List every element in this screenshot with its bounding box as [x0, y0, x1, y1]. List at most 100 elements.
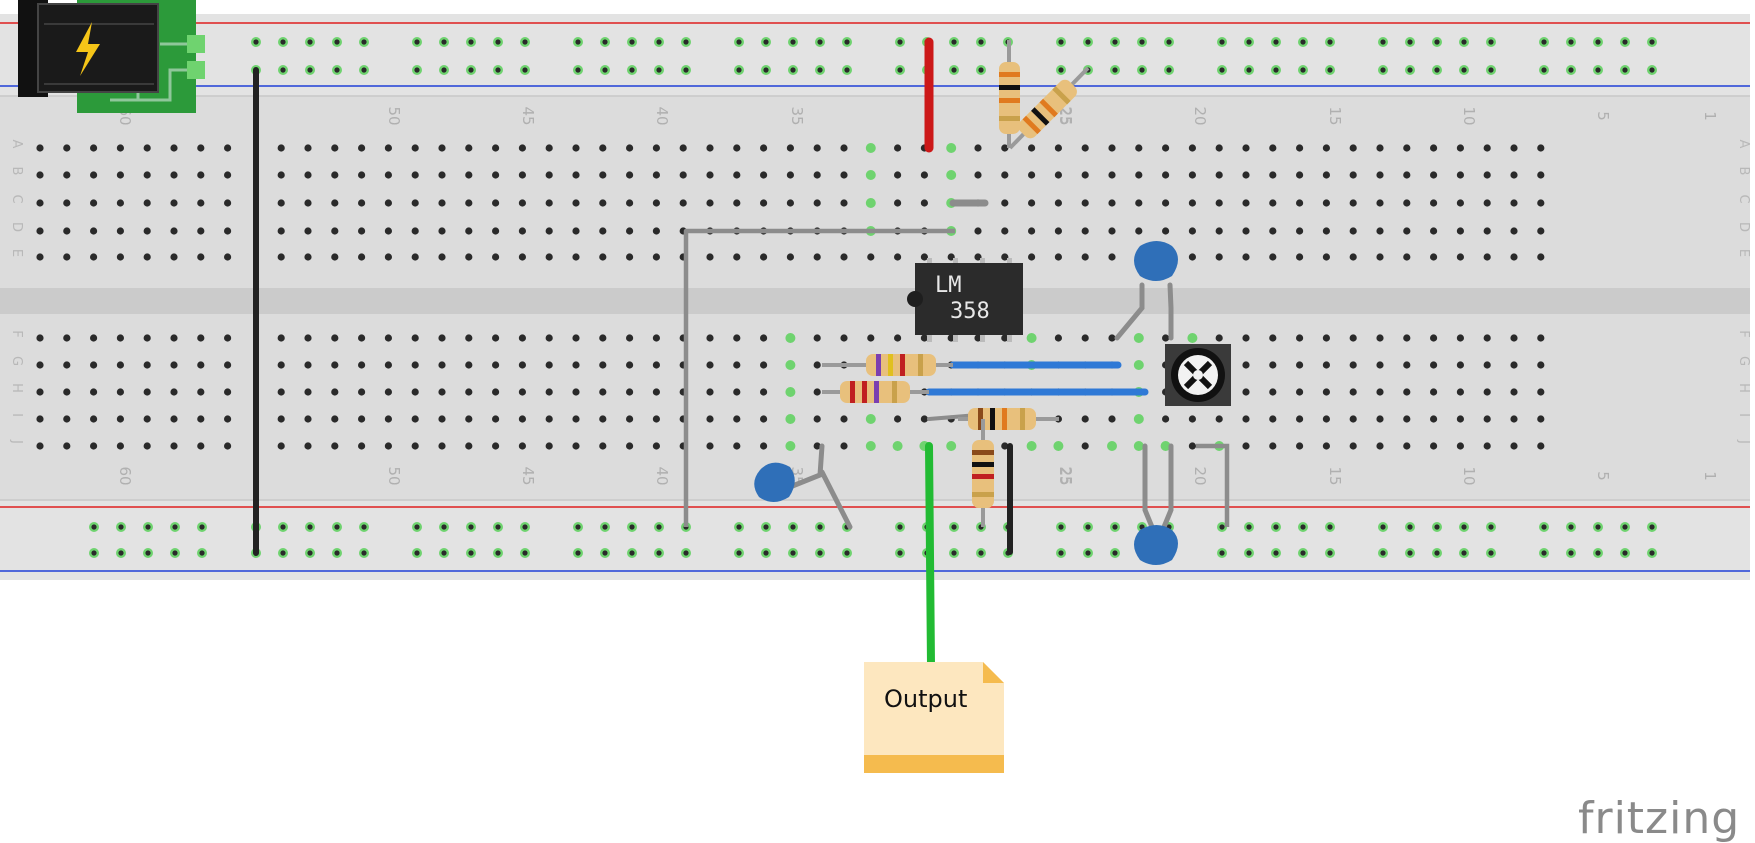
breadboard-hole[interactable]: [63, 415, 71, 423]
breadboard-hole[interactable]: [224, 227, 232, 235]
breadboard-hole[interactable]: [1081, 144, 1089, 152]
breadboard-hole[interactable]: [599, 334, 607, 342]
breadboard-hole[interactable]: [63, 199, 71, 207]
breadboard-hole[interactable]: [1215, 253, 1223, 261]
breadboard-hole[interactable]: [1001, 253, 1009, 261]
breadboard-hole[interactable]: [865, 143, 876, 153]
breadboard-hole[interactable]: [331, 253, 339, 261]
potentiometer[interactable]: [1165, 344, 1231, 406]
breadboard-hole[interactable]: [733, 361, 741, 369]
breadboard-hole[interactable]: [116, 199, 124, 207]
breadboard-hole[interactable]: [1376, 227, 1384, 235]
breadboard-hole[interactable]: [304, 171, 312, 179]
breadboard-hole[interactable]: [1483, 334, 1491, 342]
breadboard-hole[interactable]: [706, 171, 714, 179]
breadboard-hole[interactable]: [1187, 333, 1198, 343]
breadboard-hole[interactable]: [518, 227, 527, 235]
breadboard-hole[interactable]: [1108, 144, 1116, 152]
breadboard-hole[interactable]: [1403, 334, 1411, 342]
breadboard-hole[interactable]: [706, 199, 714, 207]
breadboard-hole[interactable]: [1349, 171, 1357, 179]
breadboard-hole[interactable]: [760, 388, 768, 396]
breadboard-hole[interactable]: [90, 361, 98, 369]
breadboard-hole[interactable]: [304, 334, 312, 342]
breadboard-hole[interactable]: [706, 388, 714, 396]
breadboard-hole[interactable]: [599, 415, 607, 423]
breadboard-hole[interactable]: [920, 199, 929, 207]
breadboard-hole[interactable]: [116, 442, 124, 450]
breadboard-hole[interactable]: [411, 171, 419, 179]
breadboard-hole[interactable]: [90, 199, 98, 207]
breadboard-hole[interactable]: [197, 253, 205, 261]
breadboard-hole[interactable]: [492, 388, 500, 396]
breadboard-hole[interactable]: [1135, 199, 1143, 207]
breadboard-hole[interactable]: [545, 227, 553, 235]
breadboard-hole[interactable]: [1108, 253, 1116, 261]
breadboard-hole[interactable]: [785, 333, 796, 343]
breadboard-hole[interactable]: [894, 334, 902, 342]
breadboard-hole[interactable]: [1510, 144, 1518, 152]
breadboard-hole[interactable]: [974, 171, 982, 179]
breadboard-hole[interactable]: [116, 361, 124, 369]
breadboard-hole[interactable]: [304, 144, 312, 152]
breadboard-hole[interactable]: [90, 144, 98, 152]
breadboard-hole[interactable]: [197, 415, 205, 423]
breadboard-hole[interactable]: [90, 442, 98, 450]
breadboard-hole[interactable]: [116, 144, 124, 152]
breadboard-hole[interactable]: [116, 415, 124, 423]
breadboard-hole[interactable]: [358, 144, 366, 152]
breadboard-hole[interactable]: [465, 227, 473, 235]
breadboard-hole[interactable]: [304, 253, 312, 261]
breadboard-hole[interactable]: [465, 171, 473, 179]
breadboard-hole[interactable]: [920, 334, 929, 342]
breadboard-hole[interactable]: [1188, 171, 1196, 179]
breadboard-hole[interactable]: [652, 334, 661, 342]
breadboard-hole[interactable]: [384, 144, 392, 152]
breadboard-hole[interactable]: [277, 199, 285, 207]
breadboard-hole[interactable]: [197, 171, 205, 179]
breadboard-hole[interactable]: [438, 253, 446, 261]
breadboard-hole[interactable]: [1403, 199, 1411, 207]
breadboard-hole[interactable]: [706, 361, 714, 369]
output-note[interactable]: Output: [864, 662, 1004, 773]
breadboard-hole[interactable]: [599, 361, 607, 369]
breadboard-hole[interactable]: [1133, 441, 1144, 451]
breadboard-hole[interactable]: [358, 334, 366, 342]
breadboard-hole[interactable]: [1054, 227, 1062, 235]
breadboard-hole[interactable]: [36, 388, 44, 396]
breadboard-hole[interactable]: [277, 227, 285, 235]
breadboard-hole[interactable]: [865, 414, 876, 424]
breadboard-hole[interactable]: [1001, 227, 1009, 235]
breadboard-hole[interactable]: [1510, 334, 1518, 342]
breadboard-hole[interactable]: [1537, 442, 1545, 450]
breadboard-hole[interactable]: [1403, 415, 1411, 423]
breadboard-hole[interactable]: [1162, 415, 1170, 423]
breadboard-hole[interactable]: [1215, 334, 1223, 342]
breadboard-hole[interactable]: [760, 253, 768, 261]
breadboard-hole[interactable]: [785, 414, 796, 424]
breadboard-hole[interactable]: [626, 253, 634, 261]
breadboard-hole[interactable]: [785, 387, 796, 397]
breadboard-hole[interactable]: [358, 361, 366, 369]
breadboard-hole[interactable]: [170, 334, 178, 342]
breadboard-hole[interactable]: [1322, 227, 1330, 235]
breadboard-hole[interactable]: [652, 415, 661, 423]
breadboard-hole[interactable]: [1456, 171, 1464, 179]
breadboard-hole[interactable]: [384, 388, 392, 396]
breadboard-hole[interactable]: [63, 361, 71, 369]
breadboard-hole[interactable]: [143, 144, 151, 152]
breadboard-hole[interactable]: [197, 199, 205, 207]
breadboard-hole[interactable]: [1483, 415, 1491, 423]
lm358-ic[interactable]: LM 358: [907, 258, 1023, 342]
breadboard-hole[interactable]: [63, 388, 71, 396]
breadboard-hole[interactable]: [706, 442, 714, 450]
breadboard-hole[interactable]: [358, 415, 366, 423]
breadboard-hole[interactable]: [1028, 199, 1036, 207]
breadboard-hole[interactable]: [1296, 361, 1304, 369]
breadboard-hole[interactable]: [518, 442, 527, 450]
breadboard-hole[interactable]: [760, 171, 768, 179]
breadboard-hole[interactable]: [626, 442, 634, 450]
breadboard-hole[interactable]: [277, 334, 285, 342]
breadboard-hole[interactable]: [438, 415, 446, 423]
capacitor-c3[interactable]: [1134, 443, 1178, 565]
